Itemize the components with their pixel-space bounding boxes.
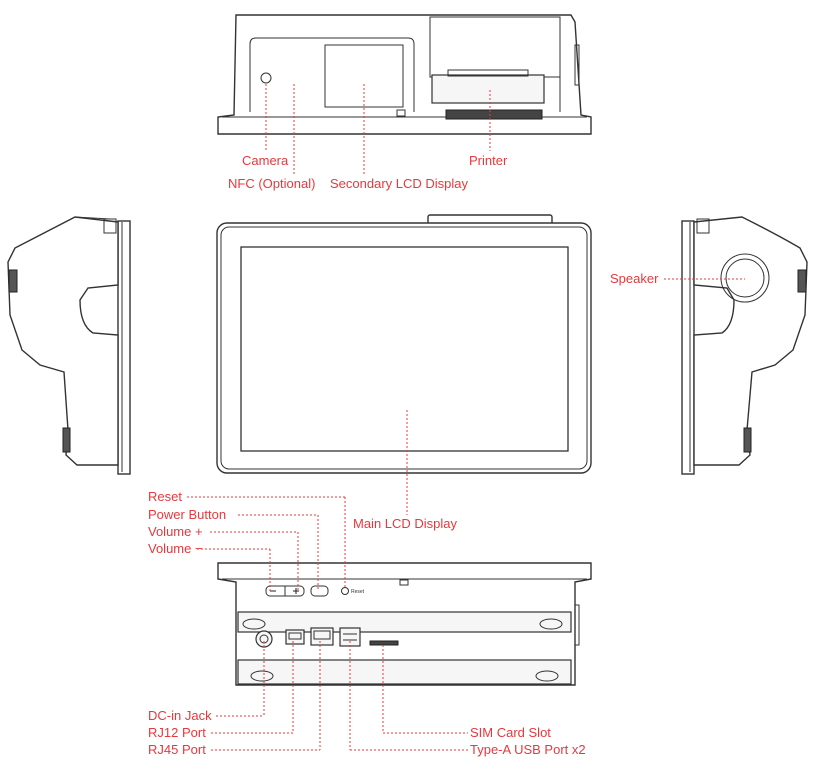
- rj12-port-label: RJ12 Port: [148, 725, 206, 740]
- sim-slot-shape: [369, 640, 399, 646]
- reset-small-label: Reset: [351, 589, 365, 595]
- speaker-icon: [720, 253, 770, 303]
- power-button-shape: [310, 585, 329, 597]
- usb-ports-label: Type-A USB Port x2: [470, 742, 586, 757]
- leader-lines: [187, 84, 745, 751]
- reset-hole: [341, 587, 349, 595]
- left-side-view: [7, 216, 131, 475]
- bottom-view: Reset: [217, 562, 592, 686]
- power-button-label: Power Button: [148, 507, 227, 522]
- nfc-label: NFC (Optional): [228, 176, 316, 191]
- secondary-lcd-label: Secondary LCD Display: [330, 176, 469, 191]
- volume-down-label: Volume −: [148, 541, 203, 556]
- volume-up-label: Volume +: [148, 524, 203, 539]
- reset-label: Reset: [148, 489, 182, 504]
- printer-label: Printer: [469, 153, 508, 168]
- main-lcd-screen: [240, 246, 569, 452]
- top-view: [217, 14, 592, 135]
- front-view: [216, 214, 592, 474]
- sim-card-slot-label: SIM Card Slot: [470, 725, 551, 740]
- main-lcd-label: Main LCD Display: [353, 516, 458, 531]
- usb-ports-shape: [339, 627, 361, 647]
- camera-icon: [260, 72, 272, 84]
- rj45-port-shape: [310, 627, 334, 646]
- camera-label: Camera: [242, 153, 289, 168]
- dc-in-jack-label: DC-in Jack: [148, 708, 212, 723]
- secondary-lcd-screen: [324, 44, 404, 108]
- dc-in-jack-shape: [255, 630, 273, 648]
- right-side-view: [681, 216, 808, 475]
- rj45-port-label: RJ45 Port: [148, 742, 206, 757]
- speaker-label: Speaker: [610, 271, 659, 286]
- printer-slot: [431, 74, 545, 104]
